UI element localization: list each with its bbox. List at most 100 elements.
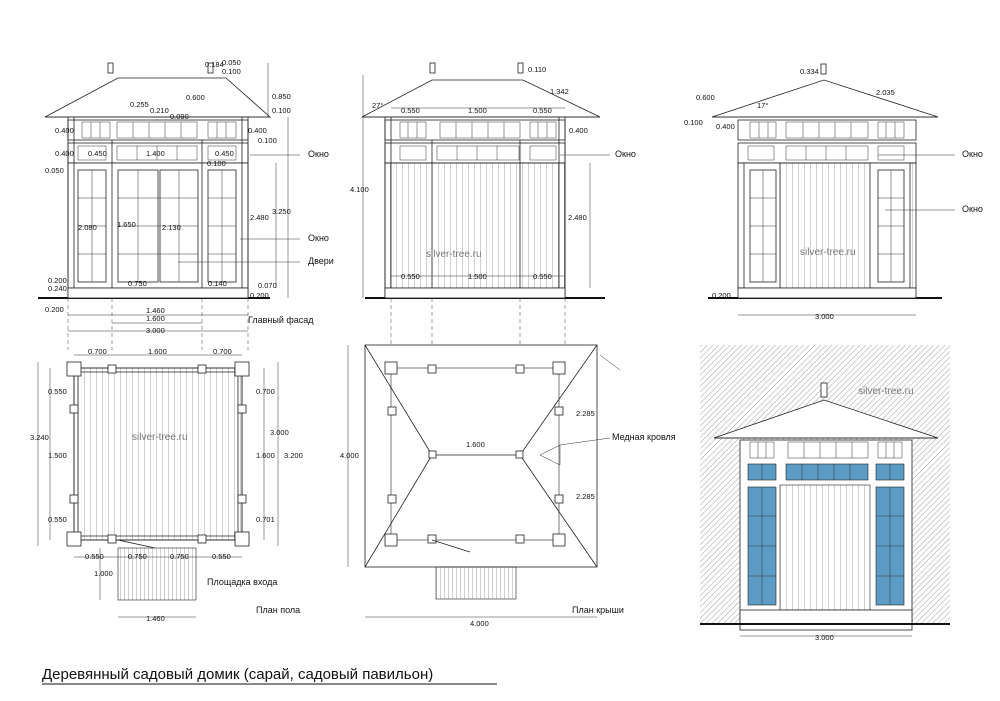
side-facade: 0.110 1.342 27° 0.550 1.500 0.550 0.400 … [350, 62, 636, 299]
dim: 0.210 [150, 106, 169, 115]
dim: 0.600 [186, 93, 205, 102]
finial-right [207, 62, 214, 74]
dim: 0.100 [222, 67, 241, 76]
dim: 1.600 [146, 314, 165, 323]
dim: 2.480 [250, 213, 269, 222]
dim: 0.184 [205, 60, 224, 69]
dim: 0.750 [170, 552, 189, 561]
dim: 1.500 [468, 272, 487, 281]
dim: 1.460 [146, 306, 165, 315]
finial-left [107, 62, 114, 74]
dim: 0.700 [213, 347, 232, 356]
dim: 1.400 [146, 149, 165, 158]
dim: 0.400 [55, 149, 74, 158]
dim: 0.334 [800, 67, 819, 76]
callout-window: Окно [615, 149, 636, 159]
dim: 2.080 [78, 223, 97, 232]
dim: 3.000 [815, 312, 834, 321]
dim: 0.140 [208, 279, 227, 288]
dim: 0.700 [256, 387, 275, 396]
dim: 3.250 [272, 207, 291, 216]
dim: 3.200 [284, 451, 303, 460]
dim: 0.450 [215, 149, 234, 158]
dim: 1.500 [48, 451, 67, 460]
dim: 0.850 [272, 92, 291, 101]
view-title-floor-plan: План пола [256, 605, 300, 615]
callout-copper-roof: Медная кровля [612, 432, 676, 442]
dim: 4.100 [350, 185, 369, 194]
dim: 3.000 [270, 428, 289, 437]
front-facade: 0.184 0.050 0.100 0.600 0.850 0.100 0.25… [38, 58, 334, 335]
dim: 0.100 [684, 118, 703, 127]
rear-facade: 0.334 0.600 2.035 17° 0.100 0.400 0.200 … [684, 63, 983, 321]
dim: 1.600 [466, 440, 485, 449]
watermark: silver-tree.ru [858, 386, 914, 397]
dim: 0.100 [258, 136, 277, 145]
callout-window: Окно [308, 149, 329, 159]
dim: 1.500 [468, 106, 487, 115]
dim: 0.550 [533, 272, 552, 281]
dim: 0.200 [48, 276, 67, 285]
dim: 0.450 [88, 149, 107, 158]
watermark: silver-tree.ru [132, 432, 188, 443]
dim: 0.550 [48, 387, 67, 396]
dim: 2.285 [576, 492, 595, 501]
dim: 0.200 [250, 291, 269, 300]
callout-door: Двери [308, 256, 334, 266]
dim: 0.110 [528, 65, 546, 74]
dim: 17° [757, 101, 768, 110]
dim: 0.600 [696, 93, 715, 102]
dim: 2.035 [876, 88, 895, 97]
callout-entrance-platform: Площадка входа [207, 577, 277, 587]
dim: 27° [372, 101, 383, 110]
dim: 0.700 [88, 347, 107, 356]
dim: 0.400 [55, 126, 74, 135]
dim: 3.240 [30, 433, 49, 442]
glass-transom-center [785, 463, 869, 481]
dim: 0.090 [170, 112, 189, 121]
callout-window: Окно [308, 233, 329, 243]
floor-plan: 0.700 1.600 0.700 0.550 3.240 1.500 0.55… [30, 347, 303, 623]
dim: 0.100 [207, 159, 226, 168]
dim: 1.000 [94, 569, 113, 578]
dim: 0.050 [222, 58, 241, 67]
dim: 4.000 [470, 619, 489, 628]
dim: 1.460 [146, 614, 165, 623]
dim: 0.255 [130, 100, 149, 109]
view-title-main-facade: Главный фасад [248, 315, 314, 325]
dim: 0.750 [128, 279, 147, 288]
dim: 0.400 [248, 126, 267, 135]
dim: 0.100 [272, 106, 291, 115]
callout-window: Окно [962, 204, 983, 214]
dim: 0.550 [85, 552, 104, 561]
dim: 0.400 [569, 126, 588, 135]
dim: 1.600 [148, 347, 167, 356]
callout-window: Окно [962, 149, 983, 159]
dim: 0.240 [48, 284, 67, 293]
dim: 1.650 [117, 220, 136, 229]
dim: 0.550 [401, 272, 420, 281]
dim: 2.285 [576, 409, 595, 418]
dim: 0.070 [258, 281, 277, 290]
dim: 0.701 [256, 515, 275, 524]
dim: 0.200 [712, 291, 731, 300]
dim: 0.550 [48, 515, 67, 524]
view-title-roof-plan: План крыши [572, 605, 624, 615]
dim: 0.200 [45, 305, 64, 314]
dim: 3.000 [146, 326, 165, 335]
dim: 0.050 [45, 166, 64, 175]
dim: 4.000 [340, 451, 359, 460]
watermark: silver-tree.ru [426, 249, 482, 260]
dim: 1.342 [550, 87, 569, 96]
dim: 0.550 [533, 106, 552, 115]
rendered-facade: 3.000 silver-tree.ru [700, 345, 950, 642]
roof-plan: 4.000 1.600 2.285 2.285 4.000 Медная кро… [340, 344, 676, 628]
sheet-title: Деревянный садовый домик (сарай, садовый… [42, 666, 433, 683]
dim: 0.550 [401, 106, 420, 115]
dim: 0.400 [716, 122, 735, 131]
watermark: silver-tree.ru [800, 247, 856, 258]
dim: 0.750 [128, 552, 147, 561]
dim: 3.000 [815, 633, 834, 642]
dim: 0.550 [212, 552, 231, 561]
